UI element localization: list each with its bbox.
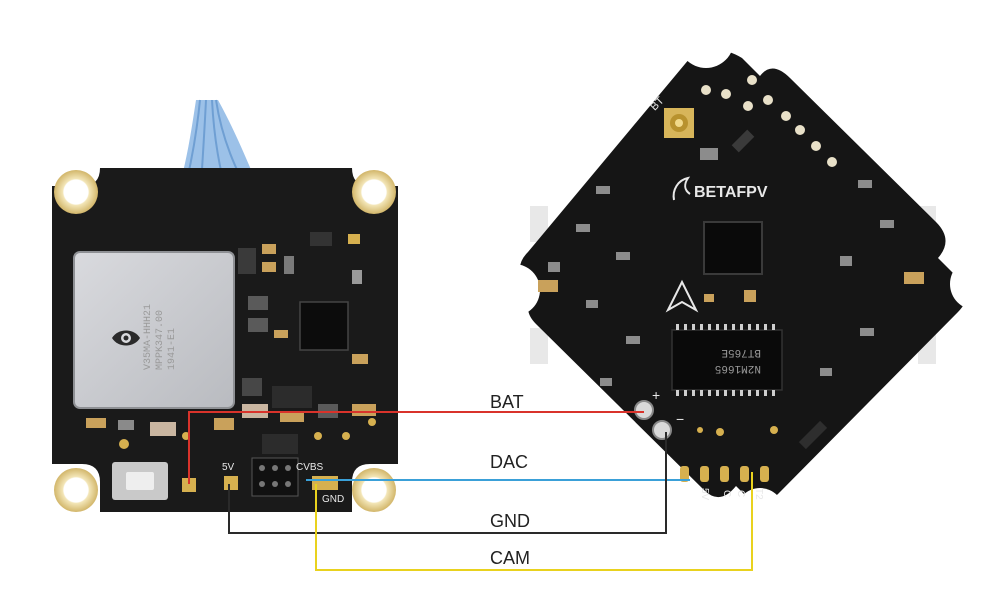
fc-esc-chip: N2M1665 BT765E bbox=[671, 324, 783, 396]
fc-pad-plus bbox=[634, 400, 654, 420]
fc-pcb bbox=[520, 50, 967, 502]
fc-pad-label-c2: C bbox=[735, 490, 746, 497]
vtx-header bbox=[251, 457, 299, 497]
vtx-components bbox=[86, 232, 376, 454]
fc-pad-dac bbox=[720, 466, 729, 482]
fc-pad-gnd bbox=[740, 466, 749, 482]
fc-pad-label-t2: T2 bbox=[753, 488, 764, 500]
vtx-pad-label-cvbs: CVBS bbox=[296, 462, 324, 473]
vtx-module-label-2: MPPK347.00 bbox=[155, 310, 166, 370]
fc-antenna-connector bbox=[664, 108, 694, 138]
vtx-pad-label-gnd: GND bbox=[322, 494, 344, 505]
fc-solder-holes bbox=[701, 75, 837, 167]
vtx-mount-hole-bl bbox=[54, 468, 98, 512]
vtx-pad-cvbs bbox=[312, 476, 326, 490]
vtx-module-label-1: V35MA-HHH21 bbox=[143, 304, 154, 370]
vtx-pad-bat bbox=[182, 478, 196, 492]
fc-pad-cam bbox=[700, 466, 709, 482]
wire-label-gnd: GND bbox=[490, 511, 530, 531]
fc-polarity-minus: − bbox=[676, 411, 684, 427]
fc-chip-label-2: BT765E bbox=[721, 346, 761, 358]
vtx-mount-hole-tr bbox=[352, 170, 396, 214]
fc-chip-label-1: N2M1665 bbox=[715, 362, 761, 374]
fc-brand-logo-icon bbox=[672, 176, 691, 201]
fc-board: BT BETAFPV N2M bbox=[488, 12, 1000, 536]
wire-label-cam: CAM bbox=[490, 548, 530, 568]
wire-cam bbox=[315, 472, 753, 571]
fc-pad-label-5v: 5V bbox=[699, 488, 710, 501]
fc-polarity-plus: + bbox=[652, 387, 660, 403]
wire-gnd bbox=[228, 432, 667, 534]
fc-mcu-chip bbox=[703, 221, 763, 275]
vtx-button bbox=[112, 462, 168, 500]
fc-brand: BETAFPV bbox=[694, 184, 768, 201]
fc-components bbox=[538, 129, 924, 450]
vtx-board: V35MA-HHH21 MPPK347.00 1941-E1 bbox=[52, 99, 398, 512]
fc-pad-t2 bbox=[760, 466, 769, 482]
fc-pad-label-c1: C bbox=[721, 490, 732, 497]
vtx-mount-hole-tl bbox=[54, 170, 98, 214]
fc-motor-plug-left bbox=[530, 206, 548, 242]
vtx-module-label-3: 1941-E1 bbox=[167, 328, 178, 370]
fc-direction-arrow-icon bbox=[665, 279, 699, 313]
vtx-pad-5v bbox=[224, 476, 238, 490]
wire-bat bbox=[188, 411, 644, 484]
wire-label-bat: BAT bbox=[490, 392, 524, 412]
vtx-pad-gnd bbox=[324, 476, 338, 490]
fc-pad-5v bbox=[680, 466, 689, 482]
vtx-shield-module: V35MA-HHH21 MPPK347.00 1941-E1 bbox=[73, 251, 235, 409]
wires: BAT DAC GND CAM bbox=[188, 392, 753, 571]
vtx-pad-label-5v: 5V bbox=[222, 462, 235, 473]
wire-label-dac: DAC bbox=[490, 452, 528, 472]
vtx-mount-hole-br bbox=[352, 468, 396, 512]
fc-pad-minus bbox=[652, 420, 672, 440]
vtx-logo-icon bbox=[112, 330, 140, 346]
fc-motor-plug-left-lower bbox=[530, 328, 548, 364]
